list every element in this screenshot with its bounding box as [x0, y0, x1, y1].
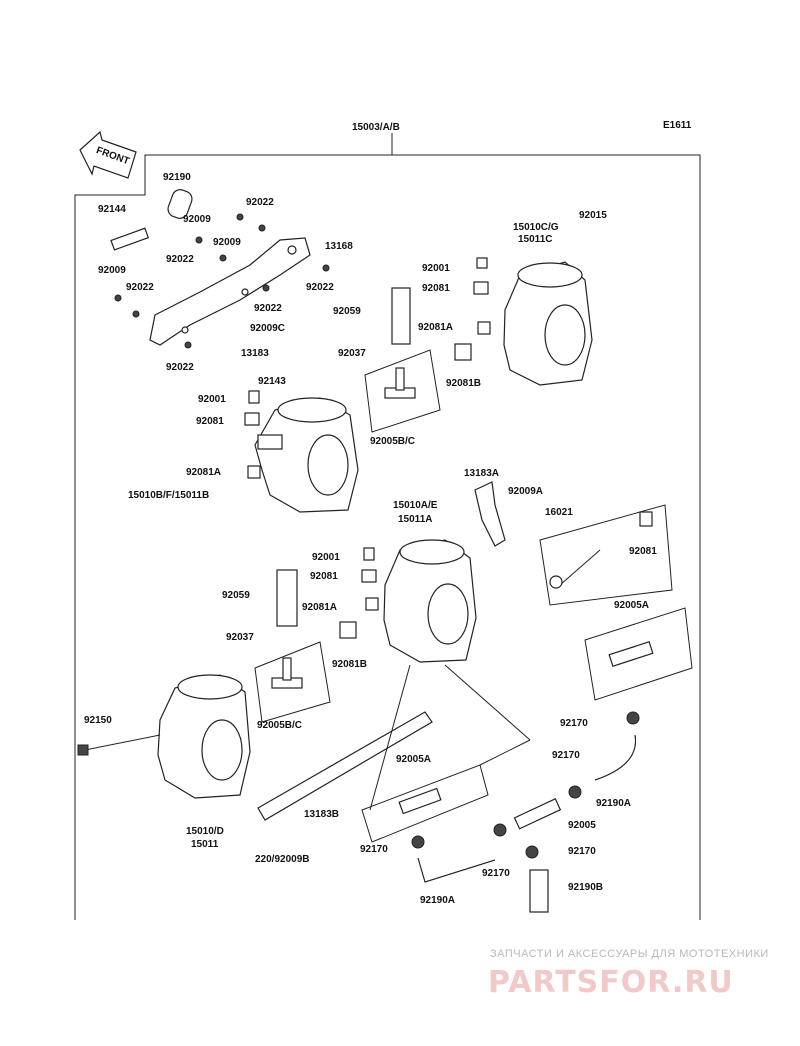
callout-label: 92009 — [213, 237, 241, 248]
hose-92190a-lower — [417, 857, 496, 883]
callout-label: 13168 — [325, 241, 353, 252]
carburetor-center — [383, 539, 477, 663]
vent-tube-upper — [391, 287, 411, 345]
callout-label: 92170 — [552, 750, 580, 761]
callout-label: 15011 — [191, 839, 219, 850]
callout-label: 92022 — [126, 282, 154, 293]
choke-cable-16021 — [539, 504, 673, 606]
hose-clamps — [411, 711, 640, 859]
callout-label: 92022 — [254, 303, 282, 314]
callout-label: 92022 — [166, 254, 194, 265]
callout-label: 92081 — [422, 283, 450, 294]
callout-label: 15010A/E — [393, 500, 438, 511]
callout-label: 16021 — [545, 507, 573, 518]
t-fitting-92005bc-upper — [364, 349, 441, 433]
callout-label: 15010C/G — [513, 222, 559, 233]
leader-lines — [369, 664, 531, 811]
t-fitting-92005bc-lower — [254, 641, 331, 723]
callout-label: 92081B — [446, 378, 481, 389]
callout-label: 92081 — [629, 546, 657, 557]
callout-label: 13183 — [241, 348, 269, 359]
hardware-upper-left — [110, 189, 330, 349]
carb-bracket-13168 — [149, 237, 311, 346]
callout-label: 92005B/C — [257, 720, 302, 731]
callout-label: 92037 — [338, 348, 366, 359]
callout-label: 92190B — [568, 882, 603, 893]
callout-label: 92009 — [98, 265, 126, 276]
callout-label: 92190A — [596, 798, 631, 809]
callout-label: 92001 — [422, 263, 450, 274]
callout-label: 92144 — [98, 204, 126, 215]
assembly-frame — [74, 133, 701, 920]
watermark-brand: PARTSFOR.RU — [488, 965, 734, 1000]
callout-label: 92022 — [166, 362, 194, 373]
callout-label: 92170 — [482, 868, 510, 879]
callout-label: 92005 — [568, 820, 596, 831]
t-fitting-92005a-lower — [361, 764, 489, 843]
callout-labels: 92190 92144 92009 92022 92009 92022 1316… — [84, 172, 657, 906]
callout-label: 92059 — [222, 590, 250, 601]
callout-label: 92001 — [312, 552, 340, 563]
callout-label: 92015 — [579, 210, 607, 221]
callout-label: 92081B — [332, 659, 367, 670]
diagram-ref-code: E1611 — [663, 120, 692, 131]
callout-label: 92022 — [306, 282, 334, 293]
callout-label: 92170 — [360, 844, 388, 855]
carburetor-lower-left — [157, 674, 251, 799]
watermark-tagline: ЗАПЧАСТИ И АКСЕССУАРЫ ДЛЯ МОТОТЕХНИКИ — [490, 948, 769, 960]
callout-label: 92001 — [198, 394, 226, 405]
callout-label: 92009C — [250, 323, 285, 334]
callout-label: 220/92009B — [255, 854, 310, 865]
callout-label: 15010/D — [186, 826, 224, 837]
assembly-label: 15003/A/B — [352, 122, 400, 133]
callout-label: 92037 — [226, 632, 254, 643]
callout-label: 92081 — [196, 416, 224, 427]
vent-tube-lower — [276, 569, 298, 627]
callout-label: 92005A — [396, 754, 431, 765]
callout-label: 92190 — [163, 172, 191, 183]
callout-label: 15010B/F/15011B — [128, 490, 209, 501]
callout-label: 92170 — [560, 718, 588, 729]
hose-92190a-right — [594, 734, 636, 781]
callout-label: 15011C — [518, 234, 552, 245]
link-bar-13183b — [257, 711, 433, 821]
springs — [244, 257, 653, 639]
front-arrow-icon: FRONT — [79, 130, 137, 179]
callout-label: 13183B — [304, 809, 339, 820]
callout-label: 92143 — [258, 376, 286, 387]
t-fitting-92005 — [513, 798, 562, 830]
callout-label: 92081A — [186, 467, 221, 478]
callout-label: 92005A — [614, 600, 649, 611]
callout-label: 92059 — [333, 306, 361, 317]
callout-label: 92081A — [418, 322, 453, 333]
throttle-stop-screw — [77, 734, 161, 756]
t-fitting-92005a-right — [584, 607, 693, 701]
callout-label: 92081 — [310, 571, 338, 582]
bracket-13183a — [474, 481, 506, 547]
carburetor-upper-left — [254, 397, 359, 513]
callout-label: 13183A — [464, 468, 499, 479]
callout-label: 92009A — [508, 486, 543, 497]
hose-92190b — [529, 869, 549, 913]
callout-label: 92022 — [246, 197, 274, 208]
callout-label: 92190A — [420, 895, 455, 906]
callout-label: 92009 — [183, 214, 211, 225]
callout-label: 15011A — [398, 514, 432, 525]
watermark: ЗАПЧАСТИ И АКСЕССУАРЫ ДЛЯ МОТОТЕХНИКИ PA… — [488, 948, 769, 1000]
callout-label: 92150 — [84, 715, 112, 726]
callout-label: 92005B/C — [370, 436, 415, 447]
carburetor-upper-right — [503, 261, 593, 386]
callout-label: 92081A — [302, 602, 337, 613]
callout-label: 92170 — [568, 846, 596, 857]
